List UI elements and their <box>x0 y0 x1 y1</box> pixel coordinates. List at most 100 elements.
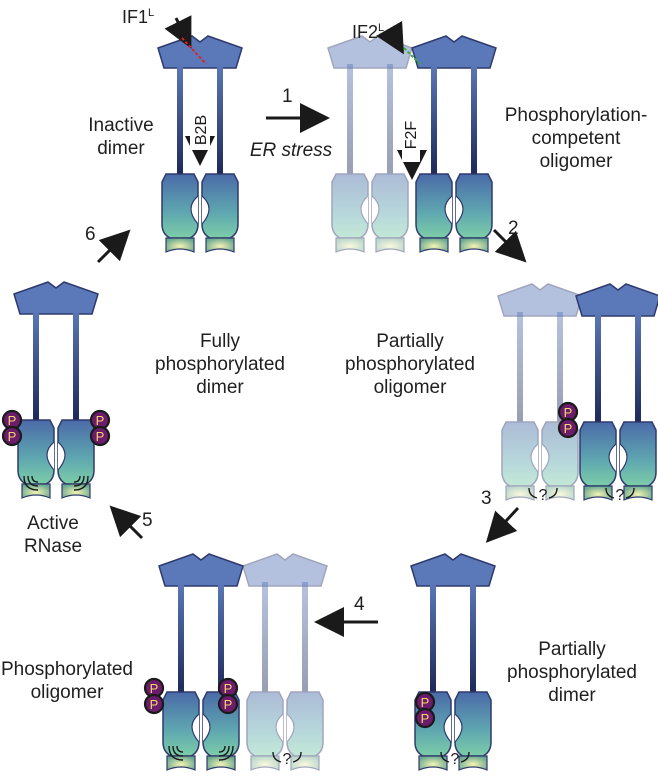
wave-arc <box>23 475 39 491</box>
phosphate-circle <box>217 693 239 715</box>
phosphate-circle <box>89 425 111 447</box>
ire1-monomer <box>454 582 492 771</box>
stalk <box>178 582 184 692</box>
partial-oligomer-line-1: Partially <box>376 331 444 352</box>
wave-arc <box>528 487 538 499</box>
rnase-foot <box>458 755 488 771</box>
if1-pointer-arrow <box>164 15 192 49</box>
phosphate-label: P <box>96 413 105 428</box>
wave-arc <box>292 751 302 763</box>
phosphate-label: P <box>8 413 17 428</box>
question-mark: ? <box>283 751 292 768</box>
notch <box>454 713 463 743</box>
luminal-domain <box>13 281 99 315</box>
wave-arc <box>218 745 226 753</box>
phosphate-label: P <box>150 697 159 712</box>
stalk <box>387 64 393 174</box>
step-5-arrow <box>109 505 144 540</box>
luminal-head <box>497 283 583 317</box>
phospho-competent-line-3: oligomer <box>539 151 613 172</box>
active-line-1: Active <box>27 513 79 534</box>
ire1-monomer <box>455 64 493 253</box>
step-5-number: 5 <box>142 510 153 531</box>
wave-arc <box>27 475 39 487</box>
f2f-label-bg <box>402 110 420 162</box>
notch <box>530 443 539 473</box>
stalk <box>347 64 353 174</box>
phosphorylated-oligomer-label: Phosphorylated oligomer <box>0 658 134 704</box>
uncertain-activity: ? <box>440 751 470 768</box>
stalk <box>262 582 268 692</box>
phospho-competent-line-2: competent <box>531 128 621 149</box>
luminal-domain <box>410 553 496 587</box>
rnase-foot <box>583 485 613 501</box>
wave-arc <box>625 487 635 499</box>
phosphate-label: P <box>8 429 17 444</box>
phosphate-pair: PP <box>1 409 23 447</box>
wave-arc <box>176 745 184 753</box>
luminal-head <box>157 35 243 69</box>
ire1-monomer <box>415 64 453 253</box>
phosphate-circle <box>143 693 165 715</box>
ire1-monomer <box>579 312 617 501</box>
luminal-head <box>158 553 244 587</box>
if1-label: IF1L <box>122 7 155 27</box>
luminal-head <box>242 553 328 587</box>
ire1-monomer <box>202 582 240 771</box>
notch <box>444 195 453 225</box>
stalk <box>73 310 79 420</box>
ire1-monomer <box>17 310 55 499</box>
wave-arc <box>73 475 89 491</box>
stalk <box>217 64 223 174</box>
phospho-competent-oligomer-label: Phosphorylation- competent oligomer <box>496 104 656 173</box>
notch <box>608 443 617 473</box>
luminal-head <box>410 553 496 587</box>
wave-arc <box>168 745 184 761</box>
uncertain-activity: ? <box>272 751 302 768</box>
phosphate-pair: PP <box>143 677 165 715</box>
notch <box>201 195 210 225</box>
phosphate-pair: PP <box>217 677 239 715</box>
stalk <box>517 312 523 422</box>
full-line-1: Fully <box>199 331 241 352</box>
notch <box>46 441 55 471</box>
rnase-activity-waves <box>168 745 234 761</box>
rnase-foot <box>166 755 196 771</box>
phosphate-label: P <box>150 681 159 696</box>
notch <box>275 713 284 743</box>
stalk <box>557 312 563 422</box>
stalk <box>177 64 183 174</box>
step-1-number: 1 <box>282 86 293 107</box>
ire1-monomer <box>161 64 199 253</box>
partially-phosphorylated-oligomer-label: Partially phosphorylated oligomer <box>330 330 490 399</box>
if2-interface-line <box>403 47 421 65</box>
full-line-3: dimer <box>196 377 244 398</box>
ire1-monomer <box>331 64 369 253</box>
rnase-foot <box>290 755 320 771</box>
notch <box>57 441 66 471</box>
rnase-foot <box>205 237 235 253</box>
phosphate-pair: PP <box>89 409 111 447</box>
step-3-arrow <box>485 506 520 543</box>
step-4-number: 4 <box>354 594 365 615</box>
step-6-arrow <box>96 229 131 264</box>
phosphate-label: P <box>421 711 430 726</box>
wave-arc <box>73 475 81 483</box>
wave-arc <box>605 487 615 499</box>
luminal-domain <box>411 35 497 69</box>
partial-oligomer-line-3: oligomer <box>373 377 447 398</box>
uncertain-activity: ? <box>605 487 635 504</box>
phosphate-label: P <box>421 695 430 710</box>
ire1-monomer <box>414 582 452 771</box>
phospho-competent-line-1: Phosphorylation- <box>504 105 648 126</box>
partial-dimer-line-1: Partially <box>538 639 606 660</box>
inactive-line-1: Inactive <box>88 115 154 136</box>
phosphate-label: P <box>224 681 233 696</box>
if1-interface-line <box>181 37 207 65</box>
stalk <box>33 310 39 420</box>
rnase-foot <box>623 485 653 501</box>
inactive-line-2: dimer <box>97 138 145 159</box>
